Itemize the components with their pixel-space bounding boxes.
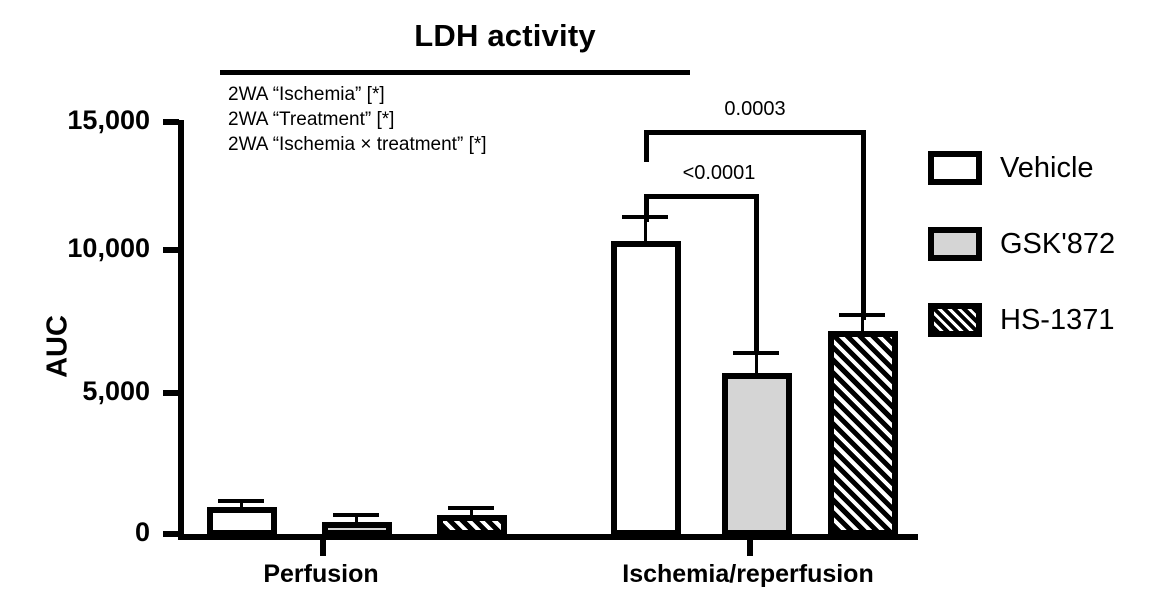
y-tick-0 bbox=[163, 531, 179, 537]
chart-legend: Vehicle GSK'872 HS-1371 bbox=[928, 140, 1115, 368]
significance-bracket-top-0003 bbox=[644, 130, 866, 135]
legend-item-hs1371[interactable]: HS-1371 bbox=[928, 292, 1115, 348]
legend-label-vehicle: Vehicle bbox=[1000, 151, 1094, 184]
anova-line-ischemia: 2WA “Ischemia” [*] bbox=[228, 84, 385, 105]
x-group-label-ischemia-reperfusion: Ischemia/reperfusion bbox=[622, 560, 874, 588]
errorbar-cap-perfusion-gsk872 bbox=[333, 513, 379, 517]
errorbar-stem-perfusion-vehicle bbox=[240, 502, 243, 509]
legend-item-vehicle[interactable]: Vehicle bbox=[928, 140, 1115, 196]
errorbar-stem-ischemia-vehicle bbox=[644, 218, 647, 243]
significance-bracket-top-00001 bbox=[644, 194, 759, 199]
bar-ischemia-vehicle bbox=[611, 241, 681, 536]
y-tick-label-10000: 10,000 bbox=[67, 233, 150, 263]
legend-item-gsk872[interactable]: GSK'872 bbox=[928, 216, 1115, 272]
errorbar-stem-perfusion-gsk872 bbox=[355, 516, 358, 524]
bar-ischemia-gsk872 bbox=[722, 373, 792, 536]
significance-label-00001: <0.0001 bbox=[682, 162, 756, 184]
legend-swatch-vehicle bbox=[928, 151, 982, 185]
anova-line-interaction: 2WA “Ischemia × treatment” [*] bbox=[228, 134, 487, 155]
bar-perfusion-hs1371 bbox=[437, 515, 507, 536]
significance-bracket-leftleg-00001 bbox=[644, 194, 649, 222]
y-axis-line bbox=[178, 120, 184, 540]
bar-perfusion-gsk872 bbox=[322, 522, 392, 536]
legend-label-gsk872: GSK'872 bbox=[1000, 227, 1116, 260]
errorbar-cap-perfusion-hs1371 bbox=[448, 506, 494, 510]
errorbar-cap-perfusion-vehicle bbox=[218, 499, 264, 503]
chart-title: LDH activity bbox=[414, 18, 596, 53]
x-tick-perfusion bbox=[320, 540, 326, 556]
legend-swatch-gsk872 bbox=[928, 227, 982, 261]
significance-bracket-rightleg-0003 bbox=[861, 130, 866, 320]
significance-bracket-rightleg-00001 bbox=[754, 194, 759, 354]
significance-label-0003: 0.0003 bbox=[724, 98, 786, 120]
y-tick-10000 bbox=[163, 247, 179, 253]
y-tick-label-0: 0 bbox=[134, 517, 150, 547]
x-axis-line bbox=[178, 534, 918, 540]
y-tick-5000 bbox=[163, 390, 179, 396]
annotation-divider bbox=[220, 70, 690, 75]
y-tick-label-5000: 5,000 bbox=[82, 376, 150, 406]
anova-line-treatment: 2WA “Treatment” [*] bbox=[228, 109, 395, 130]
errorbar-stem-ischemia-gsk872 bbox=[755, 354, 758, 375]
bar-perfusion-vehicle bbox=[207, 507, 277, 536]
errorbar-stem-ischemia-hs1371 bbox=[861, 316, 864, 333]
bar-ischemia-hs1371 bbox=[828, 331, 898, 536]
legend-swatch-hs1371 bbox=[928, 303, 982, 337]
significance-bracket-leftleg-0003 bbox=[644, 130, 649, 162]
x-tick-ischemia-reperfusion bbox=[747, 540, 753, 556]
y-tick-15000 bbox=[163, 119, 179, 125]
x-group-label-perfusion: Perfusion bbox=[263, 560, 379, 588]
errorbar-stem-perfusion-hs1371 bbox=[470, 509, 473, 517]
two-way-anova-annotations: 2WA “Ischemia” [*] 2WA “Treatment” [*] 2… bbox=[228, 82, 748, 157]
y-tick-label-15000: 15,000 bbox=[67, 105, 150, 135]
legend-label-hs1371: HS-1371 bbox=[1000, 303, 1115, 336]
